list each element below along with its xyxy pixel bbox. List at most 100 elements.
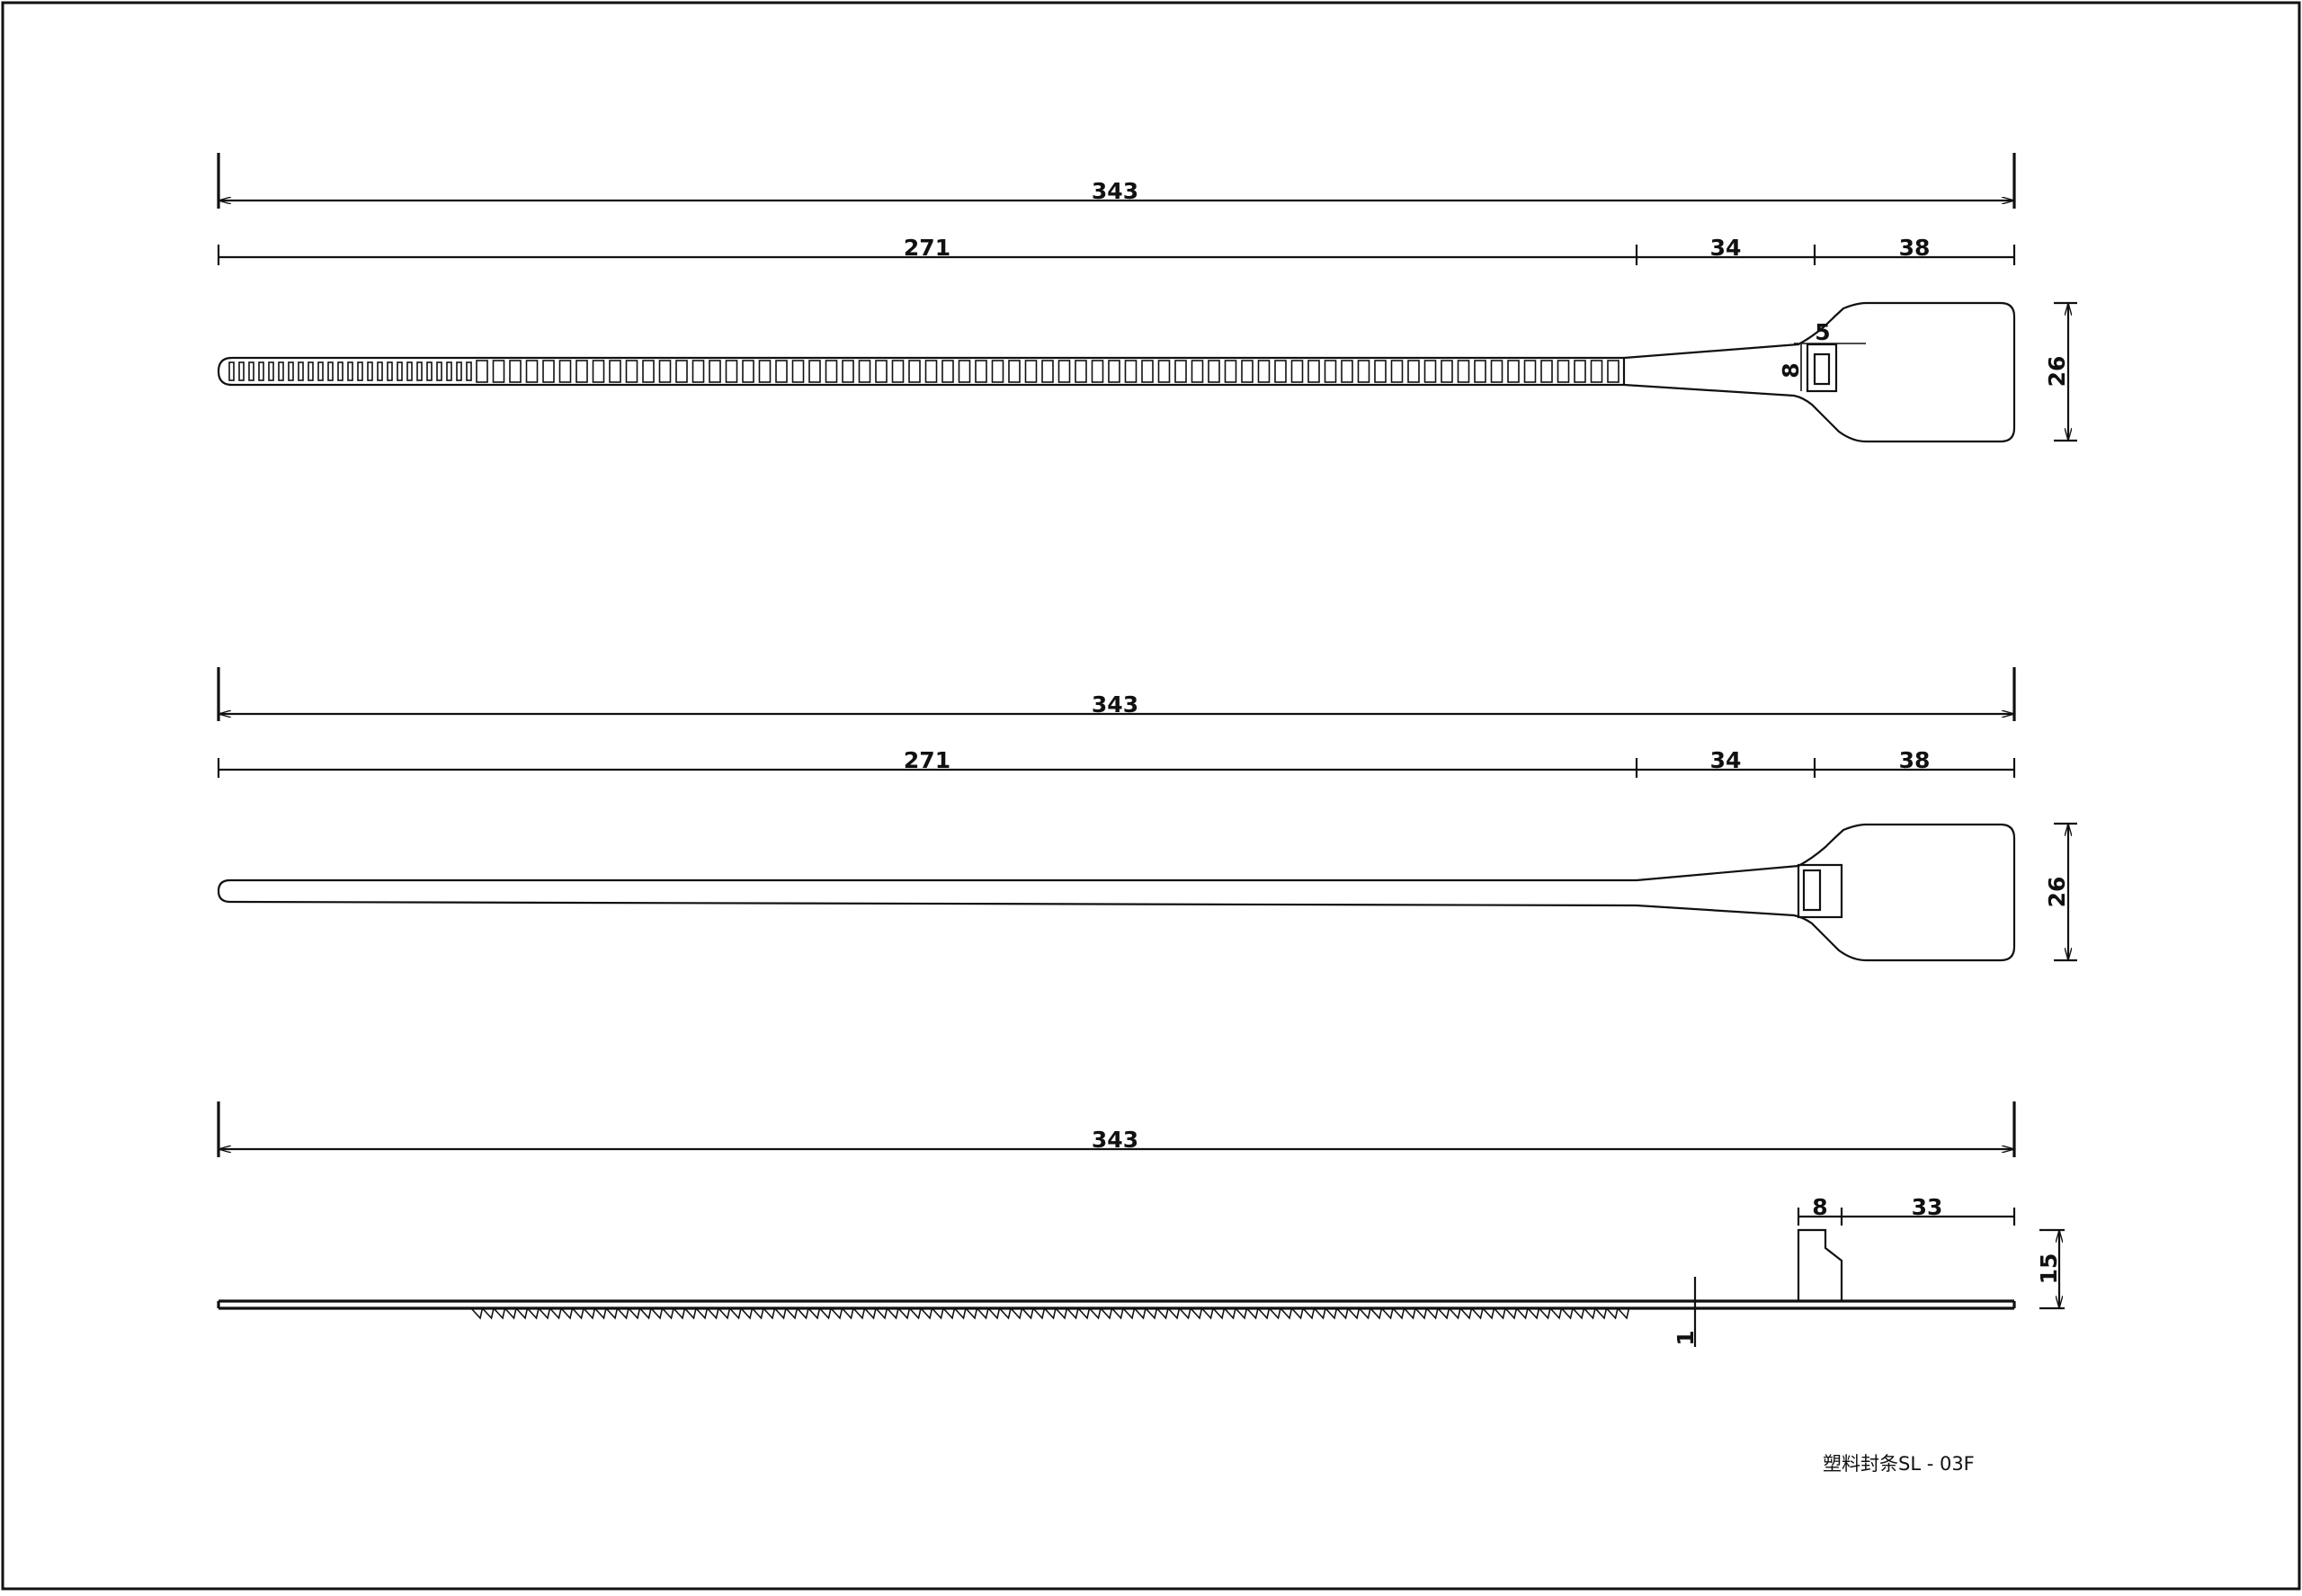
ratchet-tooth [958,360,971,383]
dim-overall-length-top: 343 [217,153,2016,209]
ratchet-tooth [1324,360,1337,383]
lock-slot-bottom [1797,863,1843,919]
sawtooth-profile [470,1306,1630,1320]
ratchet-tooth [476,360,488,383]
ratchet-tooth [1407,360,1420,383]
dim-label: 343 [1092,178,1138,204]
ratchet-tooth [1307,360,1320,383]
ratchet-tooth [387,361,393,381]
ratchet-tooth [576,360,588,383]
strap-serrated [217,356,1624,387]
ratchet-tooth [367,361,373,381]
ratchet-tooth [891,360,905,383]
ratchet-tooth [858,360,871,383]
ratchet-tooth [642,360,655,383]
ratchet-tooth [327,361,334,381]
ratchet-tooth [808,360,821,383]
lock-slot-top [1806,343,1838,393]
ratchet-tooth [446,361,452,381]
ratchet-tooth [658,360,672,383]
ratchet-tooth [1290,360,1304,383]
dim-head-width-top: 26 [2044,301,2077,442]
ratchet-tooth [675,360,688,383]
dim-label-slot-height: 8 [1778,362,1804,378]
bottom-view: 343 271 34 38 26 [217,667,2077,962]
ratchet-tooth [317,361,324,381]
dim-overall-length-side: 343 [217,1101,2016,1157]
ratchet-tooth [1008,360,1021,383]
ratchet-tooth [298,361,304,381]
ratchet-tooth [1474,360,1486,383]
ratchet-tooth [558,360,572,383]
ratchet-tooth [1057,360,1071,383]
ratchet-tooth [308,361,314,381]
ratchet-tooth [1574,360,1586,383]
dim-segments-bottom: 271 34 38 [217,747,2016,778]
dim-label: 343 [1092,1127,1138,1153]
ratchet-tooth [1557,360,1570,383]
ratchet-tooth [278,361,284,381]
strap-teeth [228,360,1619,383]
dim-label-head-width: 26 [2044,356,2070,388]
ratchet-tooth [268,361,274,381]
ratchet-tooth [1441,360,1453,383]
ratchet-tooth [725,360,738,383]
dim-label-head-width: 26 [2044,877,2070,908]
ratchet-tooth [842,360,854,383]
lock-body-side [1797,1228,1843,1301]
ratchet-tooth [1124,360,1138,383]
ratchet-tooth [337,361,344,381]
ratchet-tooth [875,360,888,383]
ratchet-tooth [1157,360,1171,383]
ratchet-tooth [1490,360,1503,383]
ratchet-tooth [436,361,442,381]
ratchet-tooth [825,360,838,383]
ratchet-tooth [509,360,522,383]
ratchet-tooth [758,360,772,383]
dim-label-slot-width: 5 [1815,319,1830,345]
dim-label-neck: 34 [1710,235,1742,261]
tag-head-bottom [1636,823,2016,962]
ratchet-tooth [1041,360,1054,383]
dim-label-lock-height: 15 [2036,1253,2062,1285]
ratchet-tooth [1374,360,1387,383]
ratchet-tooth [775,360,788,383]
ratchet-tooth [238,361,245,381]
ratchet-tooth [791,360,805,383]
ratchet-tooth [742,360,754,383]
ratchet-tooth [1075,360,1087,383]
ratchet-tooth [1590,360,1603,383]
dim-label: 343 [1092,691,1138,718]
ratchet-tooth [406,361,413,381]
dim-label-lock-width: 8 [1812,1194,1827,1220]
ratchet-tooth [1091,360,1104,383]
ratchet-tooth [991,360,1004,383]
ratchet-tooth [377,361,383,381]
strap-side [217,1299,2016,1320]
ratchet-tooth [347,361,353,381]
dim-label-head: 38 [1899,747,1931,773]
ratchet-tooth [492,360,505,383]
ratchet-tooth [1257,360,1271,383]
ratchet-tooth [1423,360,1437,383]
dim-lock-tail: 8 33 [1797,1194,2016,1226]
dim-label-tail: 33 [1912,1194,1943,1220]
ratchet-tooth [1341,360,1353,383]
strap-smooth [217,878,1637,907]
ratchet-tooth [456,361,462,381]
ratchet-tooth [924,360,938,383]
dim-label-neck: 34 [1710,747,1742,773]
ratchet-tooth [975,360,987,383]
dim-slot-top: 5 8 [1778,319,1866,391]
ratchet-tooth [466,361,472,381]
ratchet-tooth [1224,360,1237,383]
ratchet-tooth [397,361,403,381]
dim-overall-length-bottom: 343 [217,667,2016,721]
strap-sawtooth [470,1306,1630,1320]
ratchet-tooth [609,360,621,383]
dim-label-head: 38 [1899,235,1931,261]
ratchet-tooth [625,360,638,383]
ratchet-tooth [1174,360,1187,383]
